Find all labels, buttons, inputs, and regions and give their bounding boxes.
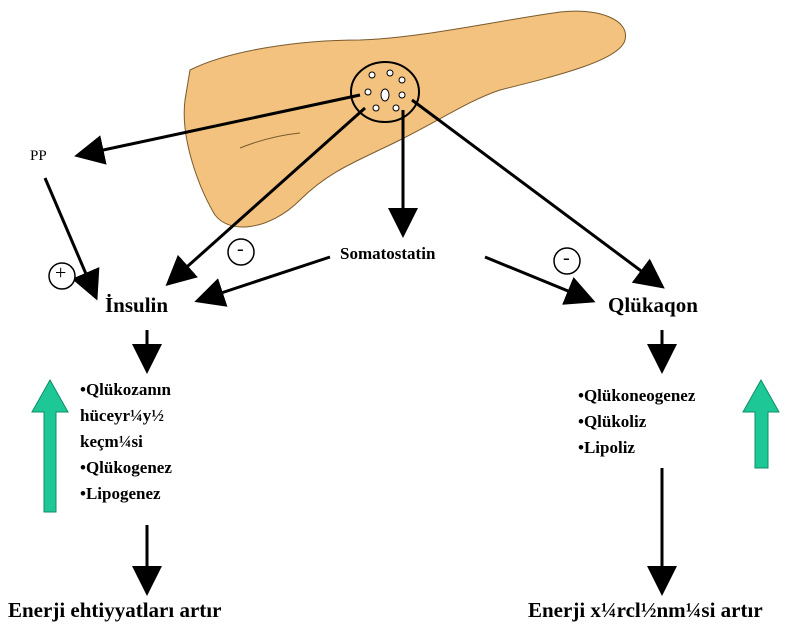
list-item: •Lipoliz: [578, 435, 695, 461]
list-item: •Qlükoneogenez: [578, 383, 695, 409]
list-item: •Lipogenez: [80, 481, 172, 507]
minus-sign-left: -: [237, 238, 244, 261]
insulin-effects-list: •Qlükozanın hüceyr¼y½ keçm¼si •Qlükogene…: [80, 377, 172, 507]
somatostatin-label: Somatostatin: [340, 244, 435, 264]
glucagon-label: Qlükaqon: [608, 293, 698, 318]
list-item: •Qlükoliz: [578, 409, 695, 435]
bottom-right-caption: Enerji x¼rcl½nm¼si artır: [528, 598, 763, 623]
glucagon-effects-list: •Qlükoneogenez •Qlükoliz •Lipoliz: [578, 383, 695, 461]
minus-sign-right: -: [563, 247, 570, 270]
list-item: •Qlükogenez: [80, 455, 172, 481]
insulin-label: İnsulin: [105, 293, 168, 318]
arrow-islet-to-glucagon: [412, 100, 660, 285]
list-item: hüceyr¼y½: [80, 403, 172, 429]
up-arrow-icon: [32, 380, 68, 512]
pp-label: PP: [30, 148, 47, 165]
up-arrow-icon: [743, 380, 779, 468]
arrows: [45, 95, 662, 590]
arrow-somatostatin-to-insulin: [200, 257, 330, 300]
list-item: •Qlükozanın: [80, 377, 172, 403]
list-item: keçm¼si: [80, 429, 172, 455]
bottom-left-caption: Enerji ehtiyyatları artır: [8, 598, 221, 623]
plus-sign: +: [55, 262, 66, 285]
